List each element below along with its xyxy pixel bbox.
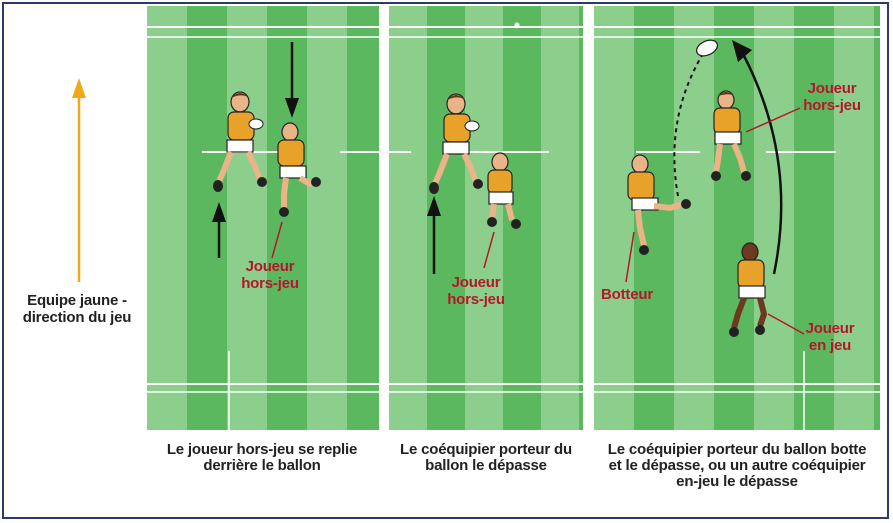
caption-panel-2: Le coéquipier porteur du ballon le dépas… <box>400 441 572 474</box>
direction-label: Equipe jaune - direction du jeu <box>22 292 132 326</box>
ball-trajectory <box>673 51 705 197</box>
offside-player-label-3: Joueur hors-jeu <box>803 80 861 114</box>
player-ball-carrier-2 <box>429 93 483 194</box>
pitch-panel-2 <box>389 6 583 430</box>
arrow-up-icon <box>212 202 226 258</box>
offside-player-label-2: Joueur hors-jeu <box>447 274 505 308</box>
player-offside-1 <box>277 122 321 217</box>
player-offside-3 <box>711 90 751 181</box>
pointer-line <box>483 231 495 269</box>
caption-panel-3: Le coéquipier porteur du ballon botte et… <box>607 441 867 490</box>
direction-arrow-icon <box>72 78 86 282</box>
arrow-down-icon <box>285 42 299 118</box>
pointer-line <box>625 231 635 283</box>
player-onside <box>729 242 768 337</box>
player-ball-carrier-1 <box>213 91 267 192</box>
curved-run-arrow-icon <box>732 40 783 275</box>
pitch-panel-1 <box>147 6 379 430</box>
pointer-line <box>745 107 801 133</box>
onside-player-label: Joueur en jeu <box>805 320 855 354</box>
pointer-line <box>271 221 283 259</box>
player-offside-2 <box>487 152 521 229</box>
arrow-up-icon <box>427 196 441 274</box>
kicker-label: Botteur <box>601 286 653 303</box>
player-kicker <box>627 154 691 255</box>
rugby-ball-icon <box>695 39 719 57</box>
offside-player-label-1: Joueur hors-jeu <box>241 258 299 292</box>
caption-panel-1: Le joueur hors-jeu se replie derrière le… <box>166 441 358 474</box>
pointer-line <box>767 313 805 335</box>
